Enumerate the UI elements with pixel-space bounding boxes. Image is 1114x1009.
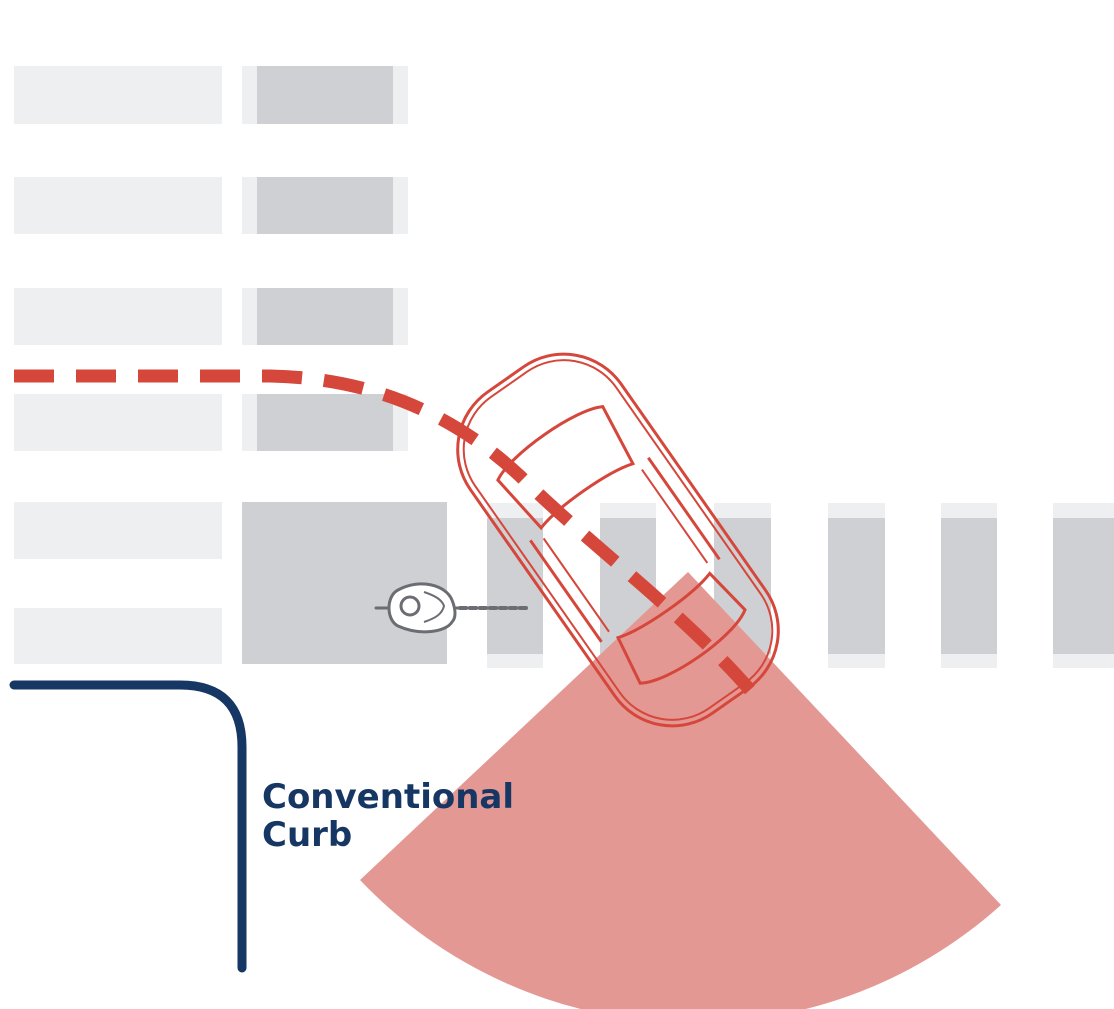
- crosswalk-stripe: [14, 177, 222, 234]
- car-icon: [456, 352, 780, 728]
- curb-label-line1: Conventional: [262, 777, 514, 817]
- bicycle-icon: [374, 582, 528, 634]
- crosswalk-stripe: [941, 518, 997, 654]
- bike-lane: [242, 502, 447, 664]
- bike-crossing-block: [257, 288, 393, 345]
- turning-path: [14, 369, 755, 695]
- sight-cone: [360, 572, 1001, 1009]
- bike-crossing-block: [257, 66, 393, 124]
- curb-label-line2: Curb: [262, 815, 352, 855]
- bike-crossing-left: [242, 66, 408, 451]
- crosswalk-stripe: [14, 394, 222, 451]
- crosswalk-left: [14, 66, 222, 664]
- bike-crossing-block: [257, 177, 393, 234]
- crosswalk-stripe: [487, 518, 543, 654]
- crosswalk-stripe: [14, 502, 222, 559]
- crosswalk-stripe: [1053, 518, 1114, 654]
- bike-crossing-block: [257, 394, 393, 451]
- crosswalk-stripe: [828, 518, 885, 654]
- conventional-curb: [9, 680, 247, 973]
- crosswalk-bottom: [487, 503, 1114, 668]
- crosswalk-stripe: [14, 66, 222, 124]
- crosswalk-stripe: [14, 288, 222, 345]
- crosswalk-stripe: [14, 608, 222, 664]
